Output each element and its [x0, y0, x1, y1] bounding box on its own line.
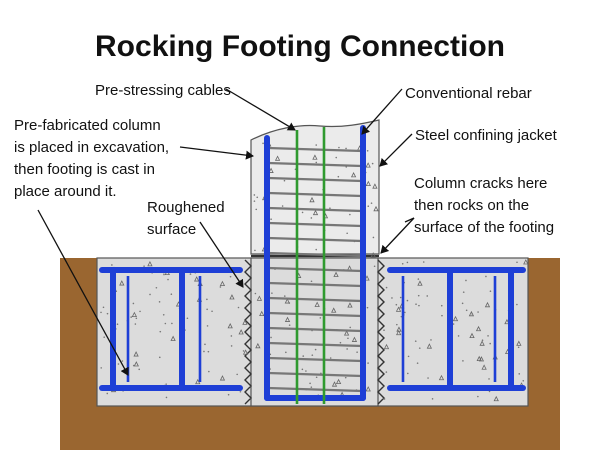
label-column-cracks-line-1: Column cracks here: [414, 175, 547, 192]
column-tie: [267, 311, 363, 318]
label-prefab-column-line-2: is placed in excavation,: [14, 139, 169, 156]
footing-right-rebar-cage: [387, 267, 526, 391]
label-prefab-column: Pre-fabricated column is placed in excav…: [14, 117, 173, 200]
column-lower-section: [250, 257, 379, 407]
label-roughened-surface: Roughened surface: [147, 199, 229, 238]
column-tie: [267, 386, 363, 393]
leader-column-cracks: [380, 217, 415, 254]
leader-prestressing-cables: [225, 88, 296, 131]
leader-roughened-surface-left: [199, 221, 244, 288]
leader-roughened-surface-right: [404, 217, 415, 223]
column-tie: [267, 236, 363, 243]
column-tie: [267, 251, 363, 258]
label-prefab-column-line-4: place around it.: [14, 183, 117, 200]
leader-steel-jacket: [379, 133, 413, 167]
diagram-title: Rocking Footing Connection: [95, 30, 505, 63]
footing-left-rebar-cage: [99, 267, 243, 391]
column-tie: [267, 176, 363, 183]
column-tie: [267, 191, 363, 198]
leader-footing-cast: [37, 209, 129, 376]
column-tie: [267, 161, 363, 168]
column-tie: [267, 356, 363, 363]
label-prefab-column-line-1: Pre-fabricated column: [14, 117, 161, 134]
leader-prefab-column: [179, 146, 254, 160]
label-steel-jacket: Steel confining jacket: [415, 127, 558, 144]
label-conventional-rebar: Conventional rebar: [405, 85, 532, 102]
column-tie: [267, 326, 363, 333]
steel-confining-jacket: [250, 119, 380, 255]
leader-conventional-rebar: [361, 88, 403, 135]
label-column-cracks-line-3: surface of the footing: [414, 219, 554, 236]
roughened-surface-left: [244, 259, 252, 405]
column-tie: [267, 341, 363, 348]
column-tie: [267, 371, 363, 378]
column-tie: [267, 206, 363, 213]
label-prestressing-cables: Pre-stressing cables: [95, 82, 231, 99]
column-tie: [267, 266, 363, 273]
label-roughened-surface-line-2: surface: [147, 221, 196, 238]
roughened-surface-right: [377, 259, 385, 405]
column-tie: [267, 281, 363, 288]
column-tie: [267, 296, 363, 303]
column-tie: [267, 146, 363, 153]
label-column-cracks: Column cracks here then rocks on the sur…: [414, 175, 554, 236]
label-column-cracks-line-2: then rocks on the: [414, 197, 529, 214]
column-tie: [267, 221, 363, 228]
label-roughened-surface-line-1: Roughened: [147, 199, 225, 216]
column-ties: [267, 146, 363, 393]
label-prefab-column-line-3: then footing is cast in: [14, 161, 155, 178]
